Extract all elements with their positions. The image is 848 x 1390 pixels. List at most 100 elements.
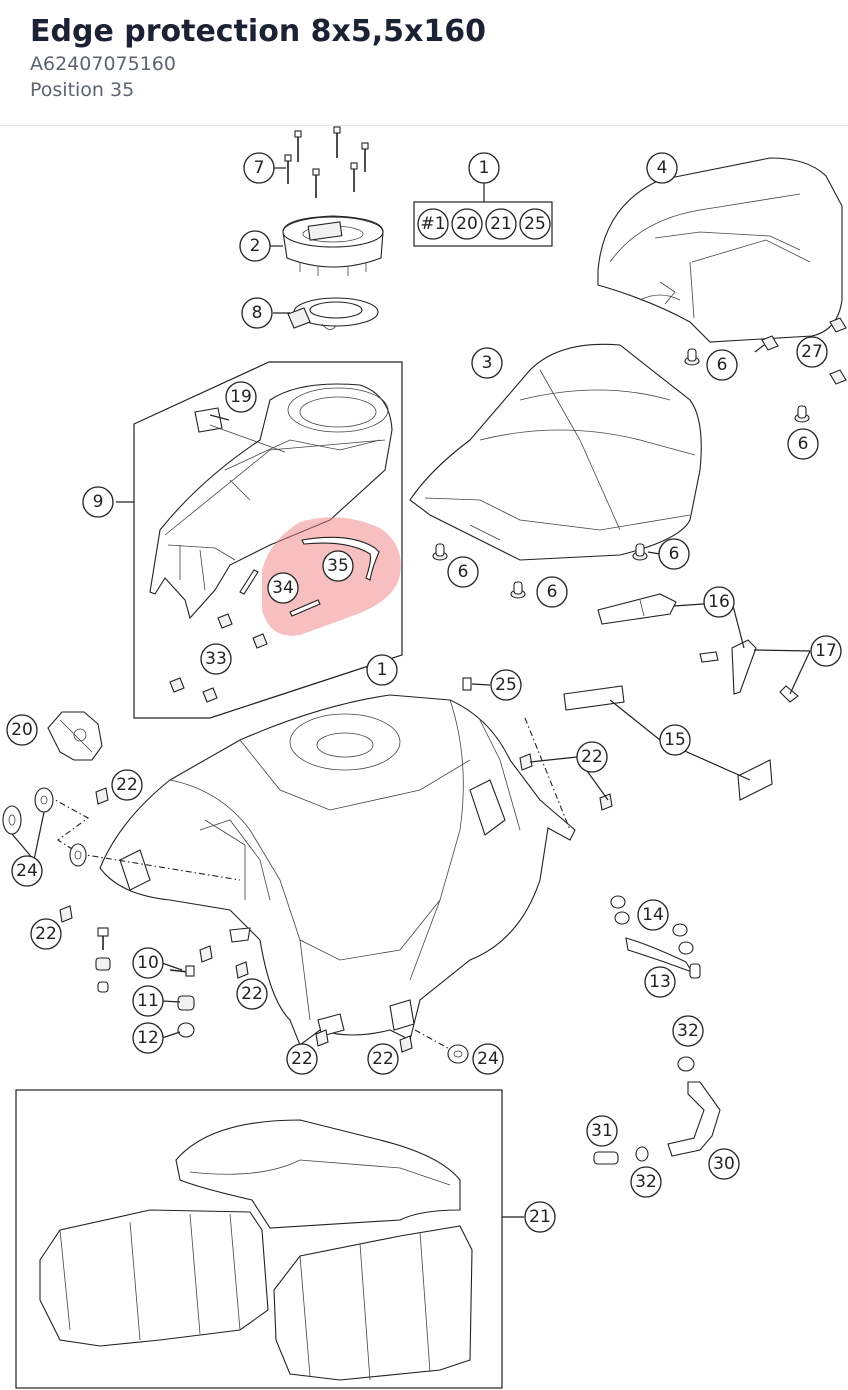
svg-text:22: 22 <box>581 747 603 767</box>
callout-20: 20 <box>6 714 38 746</box>
svg-text:6: 6 <box>458 562 469 582</box>
svg-text:1: 1 <box>377 660 388 680</box>
edge-protection-drawings <box>239 536 380 617</box>
clip-drawings <box>761 317 847 385</box>
callout-6-a: 6 <box>706 349 738 381</box>
rider-seat-drawing <box>409 343 702 561</box>
svg-text:25: 25 <box>524 214 546 234</box>
part-title: Edge protection 8x5,5x160 <box>30 14 486 49</box>
callout-16: 16 <box>703 586 735 618</box>
callout-13: 13 <box>644 966 676 998</box>
callout-11: 11 <box>132 985 164 1017</box>
underpanel-group-frame <box>15 1089 503 1389</box>
svg-text:6: 6 <box>717 355 728 375</box>
callout-35: 35 <box>322 550 354 582</box>
callout-24-left: 24 <box>11 855 43 887</box>
svg-text:#1: #1 <box>420 214 445 234</box>
washer-drawings <box>2 787 469 1064</box>
callout-32-bottom: 32 <box>630 1166 662 1198</box>
callout-22-left: 22 <box>30 918 62 950</box>
svg-text:7: 7 <box>254 158 265 178</box>
callout-set-item-4: 25 <box>519 208 551 240</box>
svg-text:4: 4 <box>657 158 668 178</box>
callout-27: 27 <box>796 336 828 368</box>
small-clip-drawings <box>59 677 613 1053</box>
fuel-hose-drawings <box>593 1056 721 1165</box>
svg-text:33: 33 <box>205 649 227 669</box>
svg-text:21: 21 <box>529 1207 551 1227</box>
callout-8: 8 <box>241 297 273 329</box>
callout-7: 7 <box>243 152 275 184</box>
callout-34: 34 <box>267 572 299 604</box>
callout-set-item-3: 21 <box>485 208 517 240</box>
svg-text:6: 6 <box>669 544 680 564</box>
svg-text:25: 25 <box>495 675 517 695</box>
svg-text:27: 27 <box>801 342 823 362</box>
svg-text:21: 21 <box>490 214 512 234</box>
knee-pad-drawings <box>563 593 799 801</box>
callout-30: 30 <box>708 1148 740 1180</box>
svg-text:35: 35 <box>327 556 349 576</box>
callout-6-d: 6 <box>447 556 479 588</box>
part-number: A62407075160 <box>30 53 176 75</box>
svg-text:14: 14 <box>642 905 664 925</box>
svg-text:32: 32 <box>677 1021 699 1041</box>
callout-set-item-2: 20 <box>451 208 483 240</box>
callout-10: 10 <box>132 947 164 979</box>
callout-25: 25 <box>490 669 522 701</box>
pillion-seat-drawing <box>597 157 843 343</box>
fuel-tank-drawing <box>99 694 576 1046</box>
callout-2: 2 <box>239 230 271 262</box>
callout-24-right: 24 <box>472 1043 504 1075</box>
breather-hose-drawings <box>610 895 701 979</box>
part-header: Edge protection 8x5,5x160 A62407075160 P… <box>0 0 848 126</box>
svg-text:13: 13 <box>649 972 671 992</box>
callout-12: 12 <box>132 1022 164 1054</box>
svg-text:32: 32 <box>635 1172 657 1192</box>
callout-31: 31 <box>586 1115 618 1147</box>
svg-text:24: 24 <box>16 861 38 881</box>
svg-text:34: 34 <box>272 578 294 598</box>
seat-lock-drawing <box>47 711 103 761</box>
callout-22-right: 22 <box>576 741 608 773</box>
tank-cover-group-frame <box>133 361 403 719</box>
decal-drawing <box>194 407 286 453</box>
callout-22-bottom-a: 22 <box>286 1043 318 1075</box>
svg-text:8: 8 <box>252 303 263 323</box>
svg-text:9: 9 <box>93 492 104 512</box>
svg-text:2: 2 <box>250 236 261 256</box>
underpanel-drawings <box>39 1119 473 1381</box>
svg-text:16: 16 <box>708 592 730 612</box>
callout-1-set-frame <box>413 201 553 247</box>
fuel-cap-drawing <box>282 215 384 276</box>
svg-text:10: 10 <box>137 953 159 973</box>
svg-text:6: 6 <box>547 582 558 602</box>
callout-22-top-left: 22 <box>111 769 143 801</box>
svg-text:19: 19 <box>230 387 252 407</box>
cover-clip-drawings <box>169 613 268 703</box>
callout-19: 19 <box>225 381 257 413</box>
callout-17: 17 <box>810 635 842 667</box>
svg-text:3: 3 <box>482 353 493 373</box>
callout-32-top: 32 <box>672 1015 704 1047</box>
callout-6-c: 6 <box>658 538 690 570</box>
svg-text:1: 1 <box>479 158 490 178</box>
callout-1-tank: 1 <box>366 654 398 686</box>
callout-14: 14 <box>637 899 669 931</box>
svg-text:24: 24 <box>477 1049 499 1069</box>
svg-text:22: 22 <box>241 984 263 1004</box>
callout-22-center: 22 <box>236 978 268 1010</box>
part-position: Position 35 <box>30 79 135 101</box>
fuel-cap-gasket-drawing <box>287 297 379 330</box>
callout-21: 21 <box>524 1201 556 1233</box>
callout-9: 9 <box>82 486 114 518</box>
callout-1-top: 1 <box>468 152 500 184</box>
callout-33: 33 <box>200 643 232 675</box>
callout-22-bottom-b: 22 <box>367 1043 399 1075</box>
callout-15: 15 <box>659 724 691 756</box>
svg-text:15: 15 <box>664 730 686 750</box>
rubber-buffer-drawings <box>432 348 810 599</box>
screw-set-drawing <box>284 126 369 198</box>
svg-text:11: 11 <box>137 991 159 1011</box>
assembly-lines <box>47 717 571 1053</box>
